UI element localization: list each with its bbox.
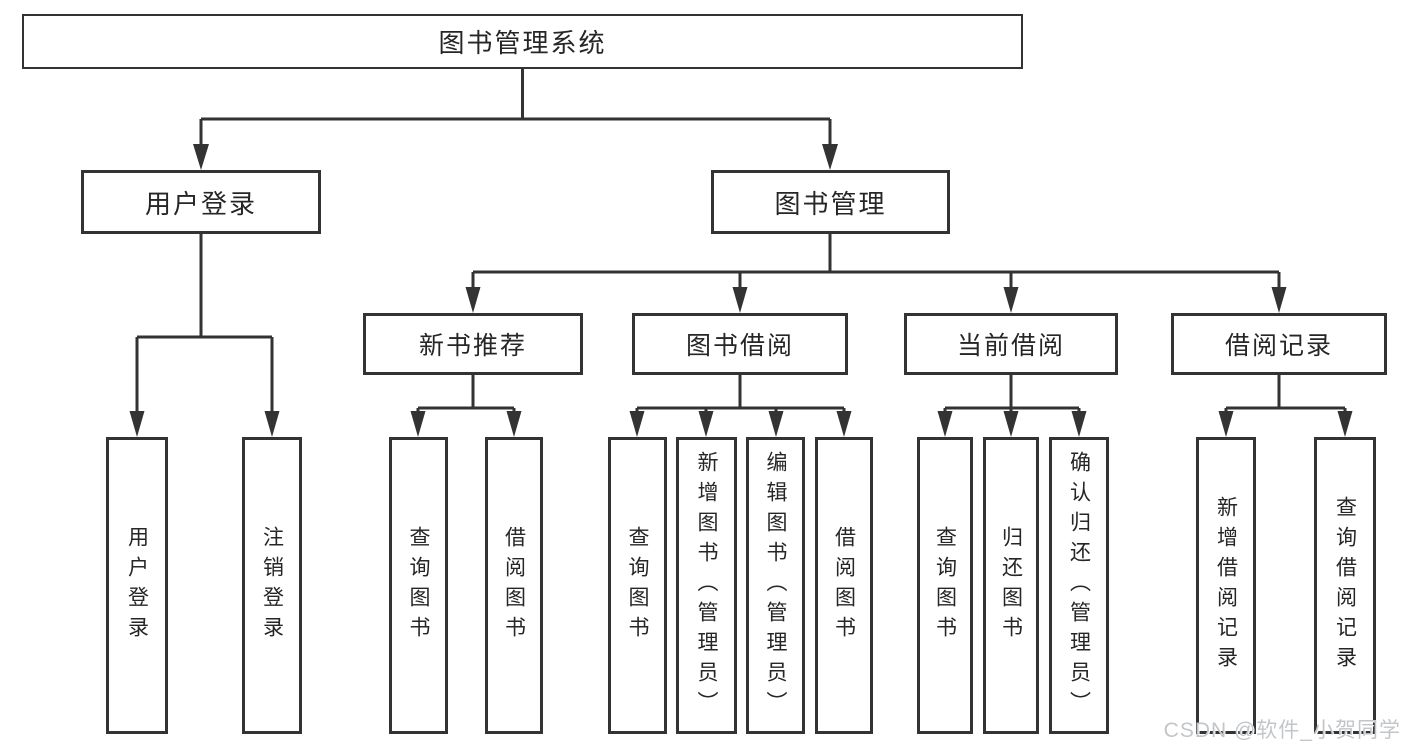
leaf-bb-borrow-books: 借阅图书 (815, 437, 873, 734)
leaf-bb-query-books: 查询图书 (608, 437, 667, 734)
leaf-rec-borrow-books-label: 借阅图书 (502, 525, 526, 646)
leaf-br-query-records: 查询借阅记录 (1314, 437, 1376, 734)
leaf-bb-query-books-label: 查询图书 (626, 525, 649, 646)
leaf-cb-return-books: 归还图书 (983, 437, 1039, 734)
leaf-cb-confirm-return-label: 确认归还（管理员） (1067, 450, 1091, 721)
leaf-logout-label: 注销登录 (260, 525, 284, 646)
leaf-rec-query-books-label: 查询图书 (407, 525, 430, 646)
node-book-borrow-label: 图书借阅 (685, 332, 794, 360)
node-user-login: 用户登录 (81, 170, 321, 234)
leaf-cb-query-books-label: 查询图书 (933, 525, 957, 646)
leaf-rec-query-books: 查询图书 (389, 437, 448, 734)
node-borrow-records: 借阅记录 (1171, 313, 1387, 375)
leaf-user-login: 用户登录 (106, 437, 168, 734)
leaf-bb-edit-books-label: 编辑图书（管理员） (764, 450, 787, 721)
leaf-user-login-label: 用户登录 (125, 525, 149, 646)
leaf-br-add-records-label: 新增借阅记录 (1214, 495, 1238, 676)
node-borrow-records-label: 借阅记录 (1224, 332, 1333, 360)
leaf-bb-borrow-books-label: 借阅图书 (832, 525, 856, 646)
node-book-management: 图书管理 (711, 170, 950, 234)
leaf-br-add-records: 新增借阅记录 (1196, 437, 1256, 734)
leaf-cb-query-books: 查询图书 (917, 437, 973, 734)
node-book-borrow: 图书借阅 (632, 313, 848, 375)
node-root-label: 图书管理系统 (438, 28, 607, 58)
node-book-management-label: 图书管理 (774, 188, 887, 219)
leaf-cb-confirm-return: 确认归还（管理员） (1049, 437, 1109, 734)
leaf-bb-add-books: 新增图书（管理员） (676, 437, 737, 734)
node-current-borrow-label: 当前借阅 (956, 332, 1065, 360)
node-current-borrow: 当前借阅 (904, 313, 1118, 375)
leaf-rec-borrow-books: 借阅图书 (485, 437, 543, 734)
leaf-logout: 注销登录 (242, 437, 302, 734)
node-new-book-recommend: 新书推荐 (363, 313, 583, 375)
leaf-bb-edit-books: 编辑图书（管理员） (746, 437, 805, 734)
leaf-bb-add-books-label: 新增图书（管理员） (695, 450, 718, 721)
leaf-br-query-records-label: 查询借阅记录 (1333, 495, 1357, 676)
leaf-cb-return-books-label: 归还图书 (999, 525, 1023, 646)
node-user-login-label: 用户登录 (144, 188, 257, 219)
node-root: 图书管理系统 (22, 14, 1023, 69)
csdn-watermark: CSDN @软件_小贺同学 (1163, 719, 1401, 742)
node-new-book-recommend-label: 新书推荐 (418, 332, 527, 360)
